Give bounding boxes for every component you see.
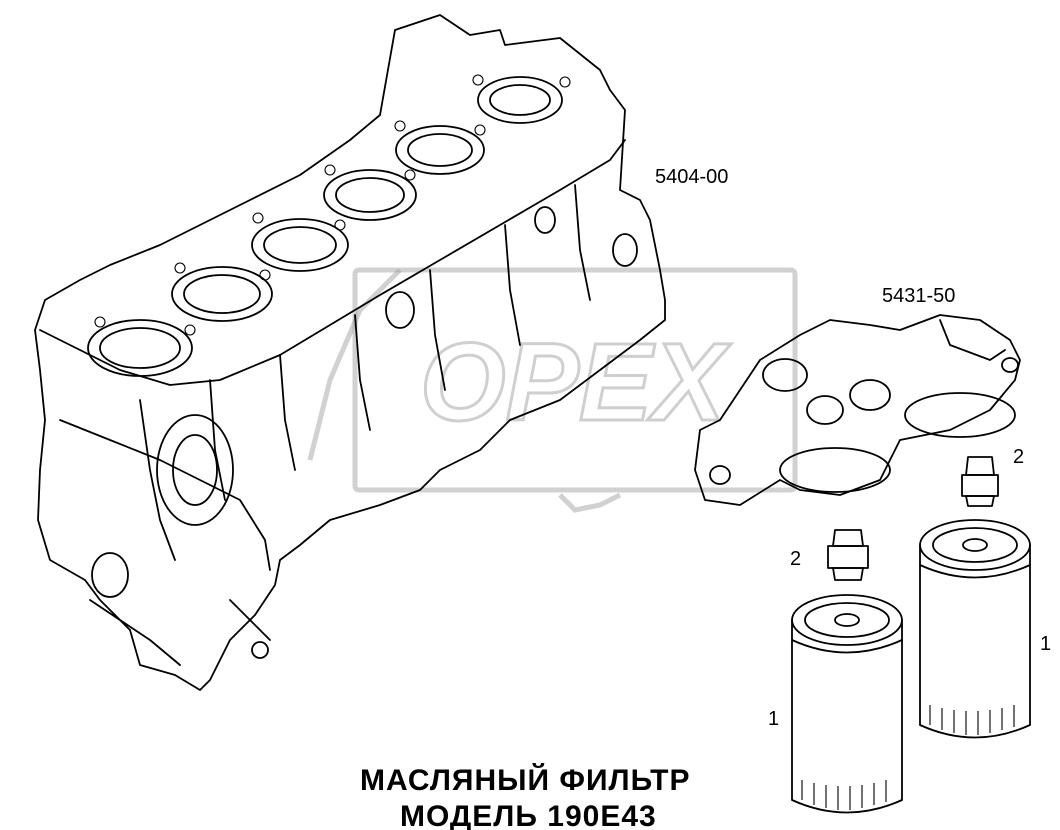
housing-port-1 xyxy=(762,358,808,392)
filter-body xyxy=(919,544,1031,739)
rib xyxy=(504,224,521,346)
engine-skirt-edge xyxy=(59,419,271,571)
cylinder-bores xyxy=(87,76,563,377)
bolt-hole xyxy=(252,212,264,224)
bolt-holes xyxy=(94,74,571,336)
nipple-right xyxy=(961,456,999,507)
watermark: OPEX xyxy=(307,267,798,513)
engine-block-outline xyxy=(34,14,666,691)
filter-top-plate xyxy=(932,527,1018,563)
cylinder-bore-2 xyxy=(171,266,273,322)
cylinder-bore-6 xyxy=(477,76,563,124)
callout-filter-left: 1 xyxy=(768,708,779,730)
title-line-2: МОДЕЛЬ 190Е43 xyxy=(400,800,657,830)
filter-base-ribs xyxy=(929,705,1015,735)
cylinder-bore-4-inner xyxy=(335,177,405,213)
block-ribs xyxy=(89,184,638,666)
callout-nipple-right: 2 xyxy=(1013,446,1024,468)
bolt-hole xyxy=(259,269,271,281)
port-hole xyxy=(385,291,415,329)
nipple-left xyxy=(827,529,869,581)
bolt-hole xyxy=(94,316,106,328)
rib xyxy=(429,269,446,391)
nipple-tip xyxy=(832,567,864,581)
engine-block xyxy=(34,14,666,691)
callout-nipple-left: 2 xyxy=(790,548,801,570)
housing-mount-hole xyxy=(709,465,731,485)
housing-boss xyxy=(939,319,1006,361)
filter-center-thread xyxy=(834,613,860,627)
bolt-hole xyxy=(394,120,406,132)
nipple-hex xyxy=(827,545,869,569)
callout-filter-right: 1 xyxy=(1040,633,1051,655)
watermark-gear-arc xyxy=(307,268,402,461)
filter-band xyxy=(791,639,903,654)
filter-top-plate xyxy=(804,602,890,638)
ref-housing-label: 5431-50 xyxy=(882,285,955,307)
housing-port-2 xyxy=(849,379,891,411)
title-line-1: МАСЛЯНЫЙ ФИЛЬТР xyxy=(360,763,690,797)
filter-center-thread xyxy=(962,538,988,552)
port-hole xyxy=(534,206,556,234)
cylinder-bore-1 xyxy=(87,319,193,377)
cylinder-bore-1-inner xyxy=(99,327,181,369)
bolt-hole xyxy=(559,76,571,88)
engine-deck-edge xyxy=(39,139,626,386)
rib xyxy=(279,354,296,471)
sump-flange xyxy=(229,599,271,641)
nipple-thread xyxy=(965,456,995,476)
rib xyxy=(354,314,371,431)
watermark-frame xyxy=(352,267,798,493)
port-hole xyxy=(251,641,269,659)
crank-boss-inner xyxy=(172,434,218,506)
bolt-hole xyxy=(184,324,196,336)
ref-block-label: 5404-00 xyxy=(655,166,728,188)
port-hole xyxy=(612,233,638,267)
housing-port-3 xyxy=(806,395,844,425)
cylinder-bore-2-inner xyxy=(183,274,261,314)
housing-filter-seat-left xyxy=(779,447,891,493)
housing-filter-seat-right xyxy=(904,392,1016,438)
rib xyxy=(139,399,176,561)
rib xyxy=(574,184,591,301)
cylinder-bore-4 xyxy=(323,169,417,221)
bolt-hole xyxy=(404,169,416,181)
oil-filter-housing xyxy=(694,314,1021,506)
cylinder-bore-3-inner xyxy=(263,226,337,264)
filter-top-rim xyxy=(919,519,1031,571)
oil-filter-right xyxy=(919,519,1031,739)
housing-mount-hole xyxy=(1001,357,1019,373)
oil-filter-left xyxy=(791,594,903,814)
sump-flange xyxy=(89,599,181,666)
watermark-gear-teeth xyxy=(558,492,622,513)
crank-boss xyxy=(156,414,234,526)
filter-base-ribs xyxy=(801,780,887,810)
filter-top-rim xyxy=(791,594,903,646)
bolt-hole xyxy=(174,262,186,274)
cylinder-bore-5-inner xyxy=(407,133,473,167)
rib xyxy=(209,379,226,501)
filter-body xyxy=(791,619,903,814)
cylinder-bore-6-inner xyxy=(489,84,551,116)
nipple-thread xyxy=(832,529,864,547)
watermark-text: OPEX xyxy=(420,321,731,444)
nipple-hex xyxy=(961,474,999,497)
nipple-tip xyxy=(965,495,995,507)
bolt-hole xyxy=(334,219,346,231)
cylinder-bore-5 xyxy=(395,125,485,175)
bolt-hole xyxy=(474,124,486,136)
filter-band xyxy=(919,564,1031,579)
housing-outline xyxy=(694,314,1021,506)
bolt-hole xyxy=(324,164,336,176)
bolt-hole xyxy=(472,74,484,86)
port-hole xyxy=(91,552,129,598)
cylinder-bore-3 xyxy=(251,218,349,272)
